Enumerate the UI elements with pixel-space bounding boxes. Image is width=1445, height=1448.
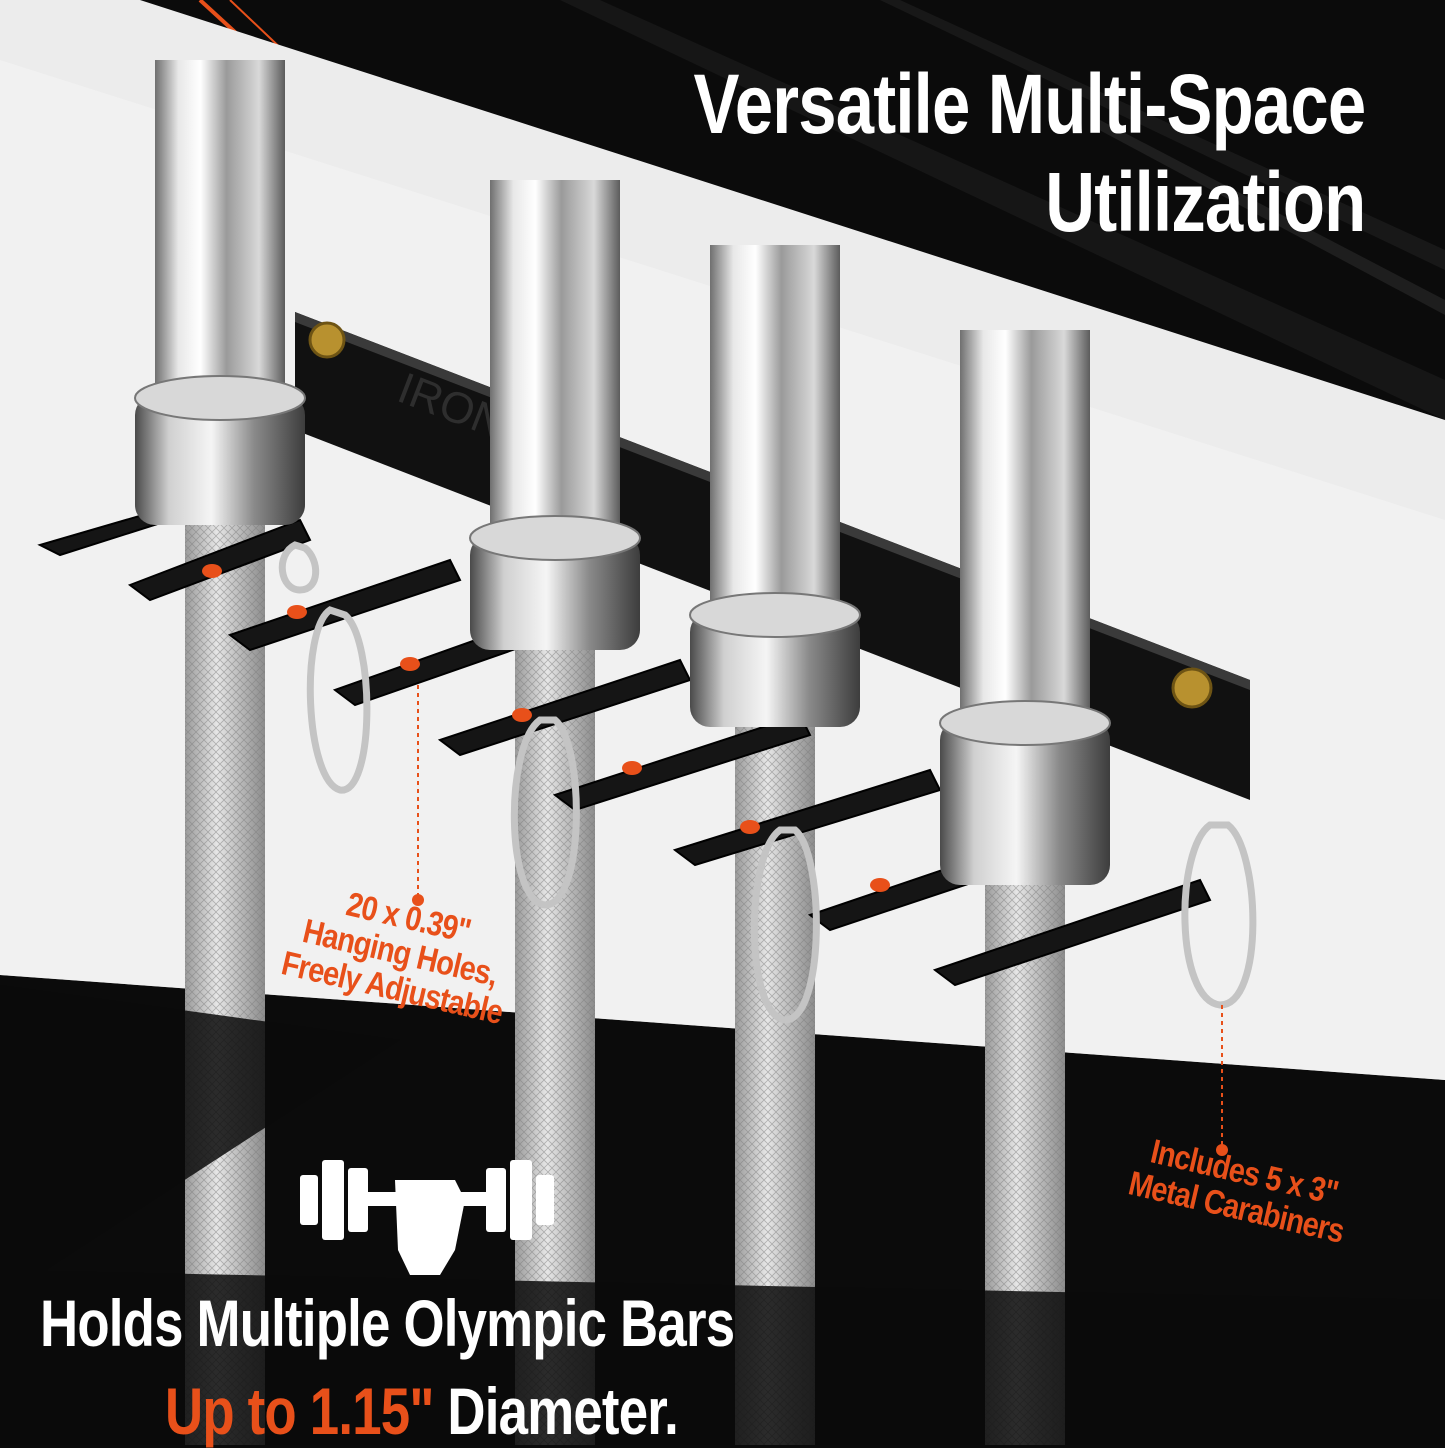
carabiners <box>278 541 1257 1024</box>
headline-line-2: Utilization <box>1044 155 1366 249</box>
diameter-value: Up to 1.15" <box>165 1374 434 1448</box>
bottom-dark-wedge <box>0 985 400 1300</box>
bar-collar-1 <box>135 395 305 525</box>
headline: Versatile Multi-Space Utilization <box>693 57 1366 258</box>
bar-collar-3 <box>690 612 860 727</box>
bar-collar-4 <box>940 720 1110 885</box>
bolt-right <box>1171 667 1213 709</box>
barbell-sleeves <box>134 60 1111 885</box>
callout-leaders <box>417 685 1223 1150</box>
bottom-tagline: Holds Multiple Olympic Bars <box>40 1286 735 1360</box>
headline-line-1: Versatile Multi-Space <box>693 57 1366 151</box>
diameter-line: Up to 1.15" Diameter. <box>165 1378 679 1444</box>
background-streaks <box>560 0 1445 420</box>
hanging-holes <box>202 564 890 892</box>
bottom-dark-strip <box>0 1270 1445 1445</box>
bar-collar-2 <box>470 535 640 650</box>
diameter-suffix: Diameter. <box>433 1374 678 1448</box>
callout-dot-carabiners <box>1216 1144 1228 1156</box>
callout-dot-holes <box>412 894 424 906</box>
bolt-left <box>308 321 346 359</box>
fist-dumbbell-icon <box>300 1160 554 1275</box>
